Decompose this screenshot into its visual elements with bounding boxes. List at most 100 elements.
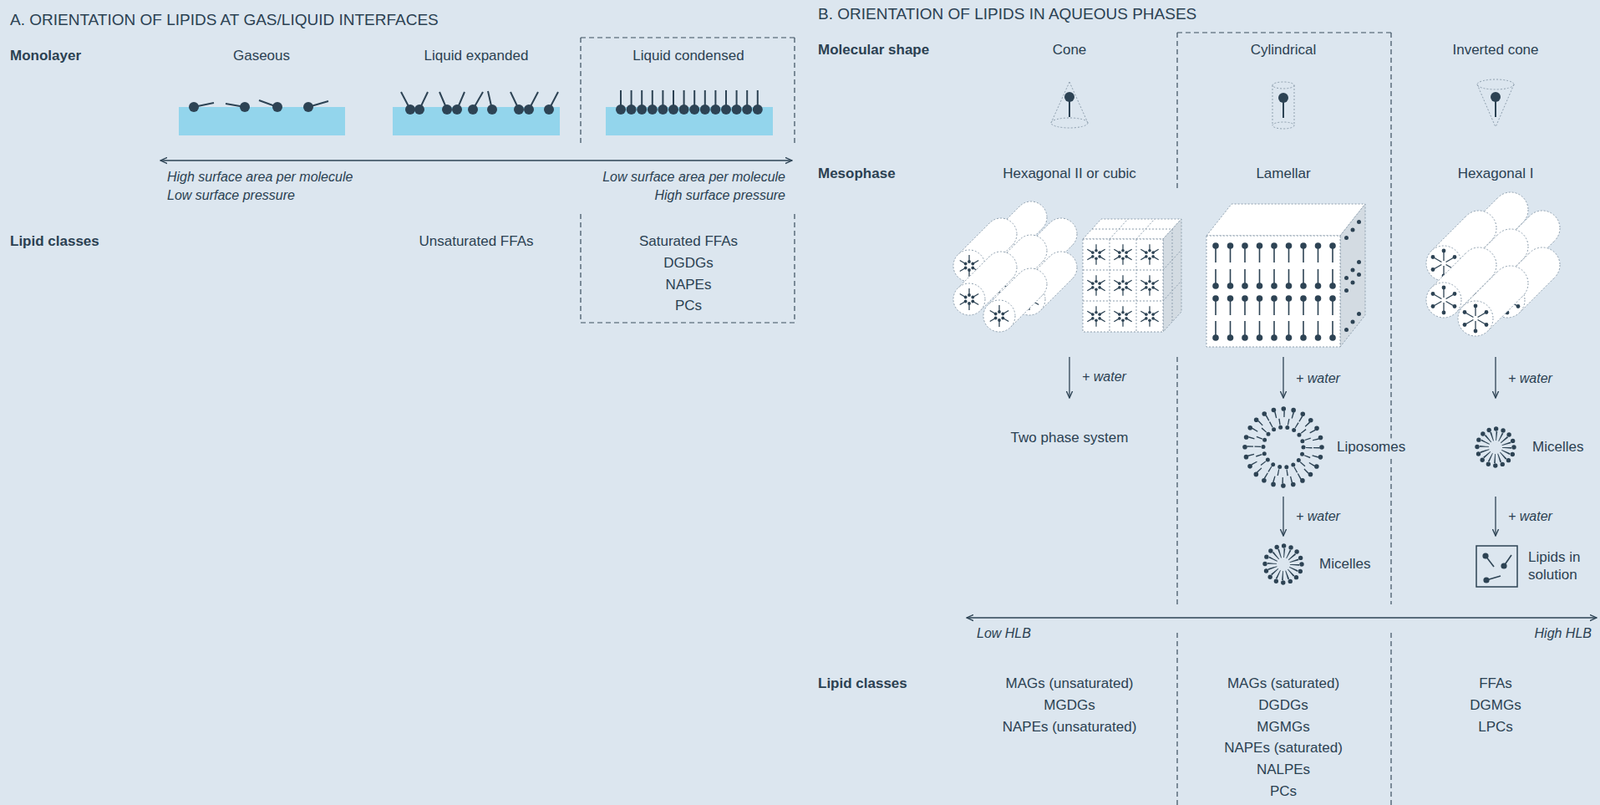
label-text: B. ORIENTATION OF LIPIDS IN AQUEOUS PHAS… <box>817 4 1197 25</box>
illustration-part <box>1300 320 1307 341</box>
illustration-part <box>1270 269 1278 290</box>
label-text: Cone <box>1052 40 1087 59</box>
hexagonal-ii-rods <box>953 201 1077 332</box>
label-text: + water <box>1508 370 1553 387</box>
column-text: PCs <box>675 296 702 315</box>
illustration-part <box>1272 121 1295 129</box>
cubic-phase <box>1082 218 1182 332</box>
label-text: LPCs <box>1478 717 1514 736</box>
illustration-part <box>1082 269 1164 271</box>
dashed-line <box>793 213 795 323</box>
illustration-part <box>1206 203 1366 236</box>
illustration-part <box>1064 91 1075 102</box>
dashed-line <box>579 213 581 323</box>
dashed-line <box>1176 356 1178 605</box>
label-text: Lipids in solution <box>1528 548 1595 585</box>
illustration-part <box>523 104 534 115</box>
illustration-part <box>1356 311 1362 316</box>
illustration-part <box>721 90 732 115</box>
illustration-part <box>1086 243 1105 265</box>
shape-icons <box>1051 79 1514 129</box>
label-text: Hexagonal II or cubic <box>1002 164 1137 183</box>
illustration-part <box>1172 228 1174 322</box>
column-text: MAGs (saturated) <box>1227 674 1340 692</box>
label-text: Two phase system <box>1010 428 1129 447</box>
illustration-part <box>1256 269 1264 290</box>
illustration-part <box>1212 294 1336 315</box>
dashed-line <box>1176 632 1178 805</box>
label-text: High HLB <box>1534 624 1592 642</box>
illustration-part <box>1329 294 1336 315</box>
column-text: DGDGs <box>1258 695 1309 714</box>
illustration-part <box>1212 294 1220 315</box>
illustration-part <box>1212 242 1220 263</box>
cubic-micelles <box>1086 243 1159 327</box>
illustration-part <box>414 104 425 115</box>
illustration-part <box>1285 294 1293 315</box>
illustration-part <box>1263 426 1304 468</box>
label-text: Low surface pressure <box>167 187 295 204</box>
column-text: DGDGs <box>663 253 714 272</box>
label-text: MAGs (unsaturated) <box>1005 674 1133 692</box>
label-text: High surface area per molecule <box>167 168 353 186</box>
label-text: + water <box>1508 507 1553 525</box>
illustration-part <box>467 104 478 115</box>
label-text: MGDGs <box>1043 695 1095 714</box>
illustration-part <box>1086 305 1105 327</box>
illustration-part <box>405 104 416 115</box>
label-text: Lipid classes <box>10 232 100 250</box>
illustration-part <box>1227 320 1235 341</box>
label-text: DGMGs <box>1469 695 1521 714</box>
label-text: Low HLB <box>976 624 1032 642</box>
illustration-part <box>1051 81 1088 123</box>
illustration-part <box>752 90 763 115</box>
illustration-part <box>1140 243 1159 265</box>
micelle <box>1477 428 1514 466</box>
illustration-part <box>1092 228 1173 230</box>
column-text: PCs <box>1269 782 1297 800</box>
illustration-part <box>1300 294 1307 315</box>
illustration-part <box>543 104 554 115</box>
dashed-line <box>580 36 795 38</box>
illustration-part <box>668 90 679 115</box>
column-text: Cylindrical <box>1250 40 1316 59</box>
column-text: + water <box>1295 507 1341 525</box>
illustration-part <box>1477 79 1514 90</box>
illustration-part <box>1241 242 1249 263</box>
illustration-part <box>1244 408 1322 486</box>
illustration-part <box>1315 269 1322 290</box>
illustration-part <box>1329 269 1336 290</box>
label-text: Molecular shape <box>817 40 930 59</box>
column-text: MGMGs <box>1256 717 1310 736</box>
illustration-part <box>441 104 453 115</box>
dashed-line <box>580 321 795 323</box>
illustration-part <box>1212 320 1336 341</box>
illustration-part <box>1285 269 1293 290</box>
illustration-part <box>303 101 314 112</box>
label-text: Inverted cone <box>1452 40 1539 59</box>
illustration-part <box>1140 305 1159 327</box>
label-text: Gaseous <box>233 46 290 65</box>
illustration-part <box>1113 305 1132 327</box>
illustration-part <box>188 101 199 112</box>
lamellar-bilayers <box>1212 219 1362 341</box>
dashed-line <box>1390 32 1392 605</box>
illustration-part <box>1344 327 1349 332</box>
illustration-part <box>1241 269 1249 290</box>
column-text: NAPEs (saturated) <box>1224 738 1343 757</box>
illustration-part <box>1490 91 1501 102</box>
illustration-part <box>1113 243 1132 265</box>
illustration-part <box>689 90 700 115</box>
illustration-part <box>1272 85 1295 126</box>
illustration-part <box>1315 320 1322 341</box>
illustration-part <box>1082 300 1164 302</box>
illustration-part <box>1356 219 1362 224</box>
illustration-part <box>1051 117 1088 128</box>
illustration-part <box>1068 356 1070 398</box>
label-text: + water <box>1081 368 1127 386</box>
expanded-monolayer <box>401 91 559 115</box>
gaseous-monolayer <box>188 100 329 112</box>
illustration-part <box>1285 242 1293 263</box>
